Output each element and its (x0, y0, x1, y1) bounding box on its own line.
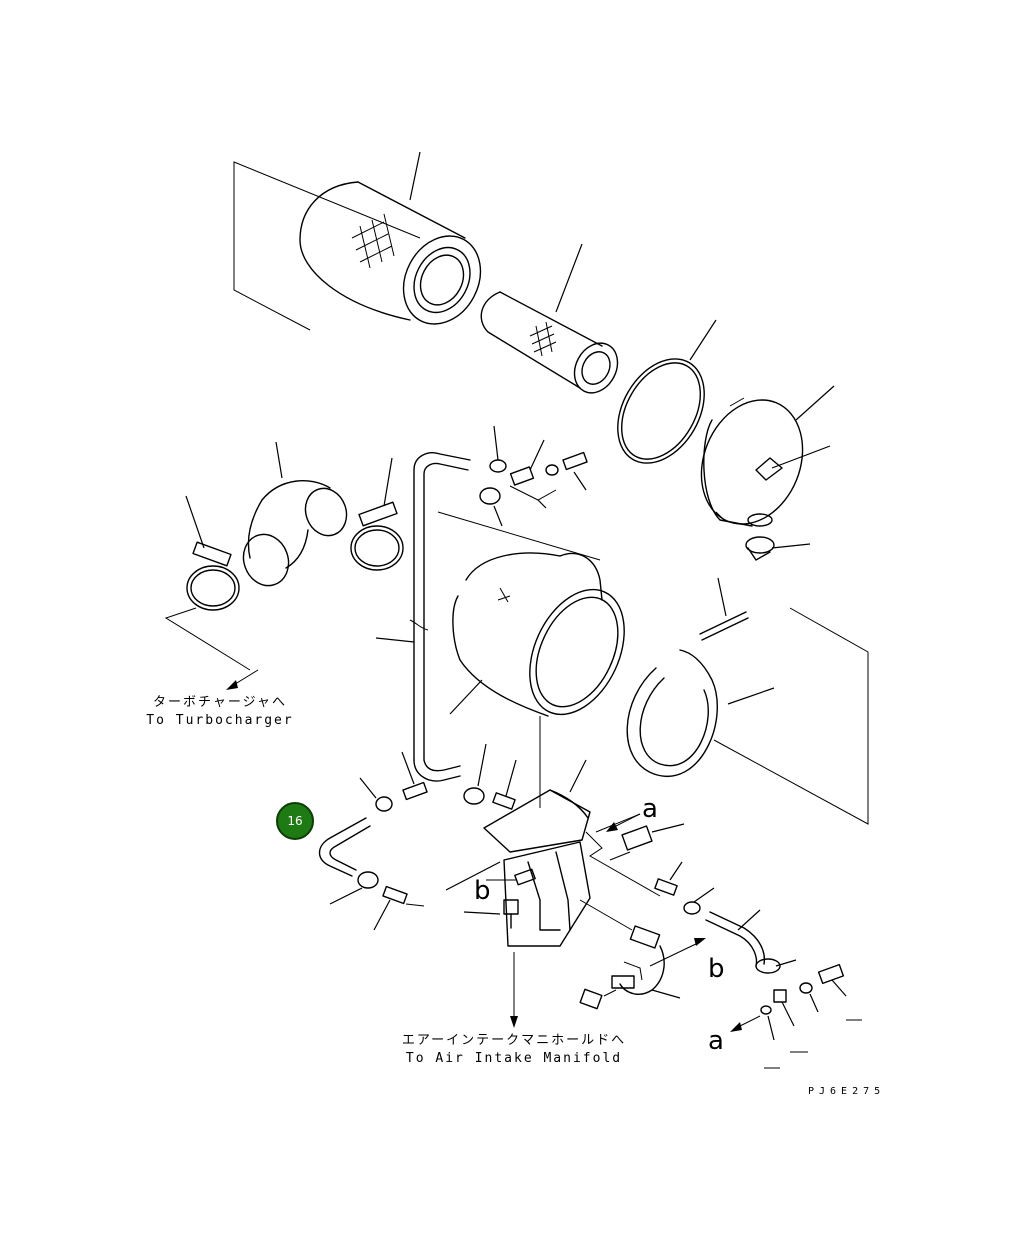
filter-cover (700, 385, 835, 527)
direction-arrows (226, 669, 761, 1032)
reference-b-left: b (474, 876, 491, 906)
vacuator-valve (745, 536, 811, 561)
middle-fittings (463, 743, 715, 915)
turbocharger-label-en: To Turbocharger (146, 713, 294, 728)
reference-b-right: b (708, 954, 725, 984)
drawing-code: PJ6E275 (808, 1086, 886, 1097)
outer-filter-element (299, 151, 482, 325)
elbow-hose (242, 441, 348, 587)
hose-16 (318, 751, 428, 931)
sensor-harness (579, 899, 681, 1010)
part-callout-16[interactable]: 16 (276, 802, 314, 840)
small-fittings-upper (479, 425, 588, 527)
intake-manifold-label-en: To Air Intake Manifold (405, 1051, 623, 1066)
hose-clamp-upper (350, 457, 404, 571)
intake-manifold-label: エアーインテークマニホールドへ To Air Intake Manifold (400, 1032, 628, 1068)
inner-filter-element (480, 243, 619, 394)
mounting-bracket (445, 759, 591, 947)
intake-manifold-label-jp: エアーインテークマニホールドへ (401, 1033, 627, 1048)
turbocharger-label: ターボチャージャへ To Turbocharger (140, 694, 300, 730)
center-bolts (463, 868, 536, 929)
reference-a-lower: a (708, 1026, 724, 1056)
drain-hose (705, 909, 862, 1069)
o-ring (617, 319, 717, 464)
reference-a-upper: a (642, 794, 658, 824)
vacuum-tube (375, 452, 471, 782)
outer-group-bracket (233, 161, 421, 331)
air-cleaner-body (437, 511, 625, 808)
turbocharger-label-jp: ターボチャージャへ (153, 695, 287, 710)
hose-clamp-left (164, 495, 251, 671)
mounting-band (626, 577, 869, 825)
